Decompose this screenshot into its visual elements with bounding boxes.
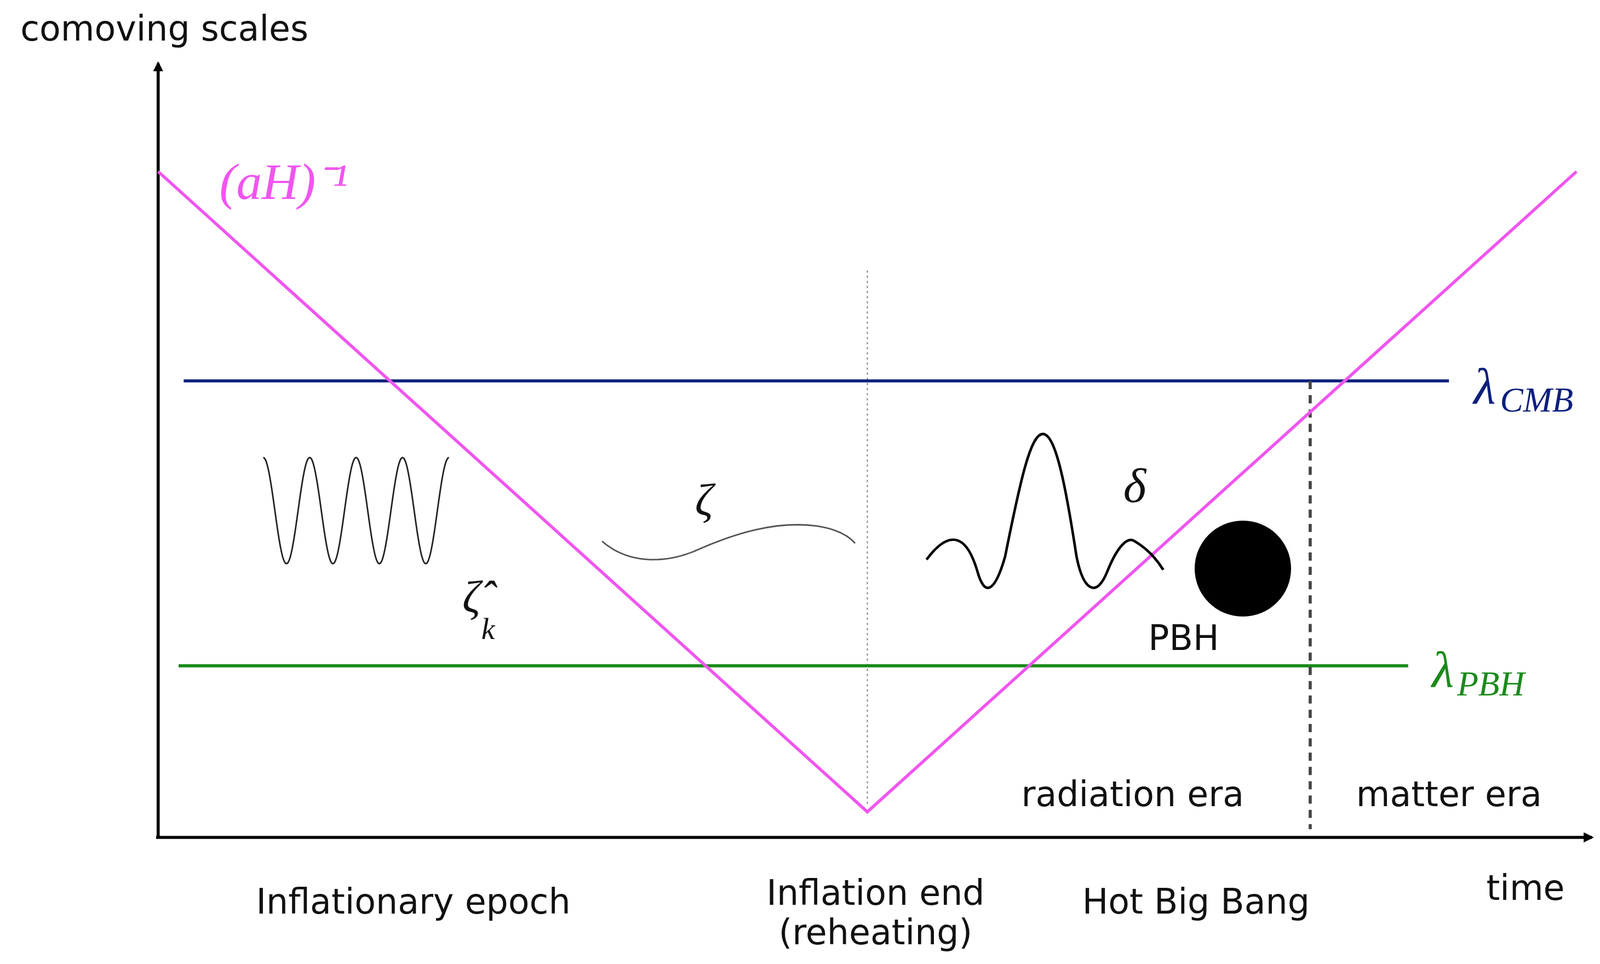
cmb-subscript: CMB — [1499, 380, 1574, 421]
black-hole: PBH — [1123, 518, 1293, 665]
epoch-label: Hot Big Bang — [1082, 881, 1310, 922]
axis-title: comoving scales — [20, 8, 309, 49]
black-hole-label: PBH — [1148, 617, 1219, 658]
epoch-label: Inflationary epoch — [255, 881, 571, 922]
x-axis — [156, 835, 1592, 839]
zeta-symbol: ζ — [695, 474, 714, 526]
pbh-scale-line — [178, 663, 1409, 668]
axis-label: time — [1486, 867, 1565, 908]
y-axis — [156, 63, 160, 837]
mode-subscript: k⃗ — [481, 610, 519, 646]
cmb-lambda: λ — [1473, 356, 1496, 416]
era-label: matter era — [1356, 773, 1542, 814]
hubble-radius-label: (aH)⁻¹ — [219, 152, 348, 211]
epoch-label: Inflation end (reheating) — [747, 872, 1003, 953]
zeta-wave — [601, 524, 856, 560]
delta-wave — [926, 433, 1163, 588]
quantum-wave — [263, 457, 450, 564]
reheating-line — [866, 270, 868, 807]
pbh-lambda: λ — [1431, 639, 1454, 699]
black-hole-disc — [1194, 520, 1291, 617]
mode-symbol: ζ̂ — [462, 571, 481, 623]
hubble-radius-line — [158, 171, 1577, 812]
delta-symbol: δ — [1123, 457, 1147, 514]
equality-line — [1308, 380, 1312, 829]
era-label: radiation era — [1021, 773, 1244, 814]
pbh-subscript: PBH — [1457, 663, 1525, 704]
cmb-scale-line — [183, 379, 1449, 383]
